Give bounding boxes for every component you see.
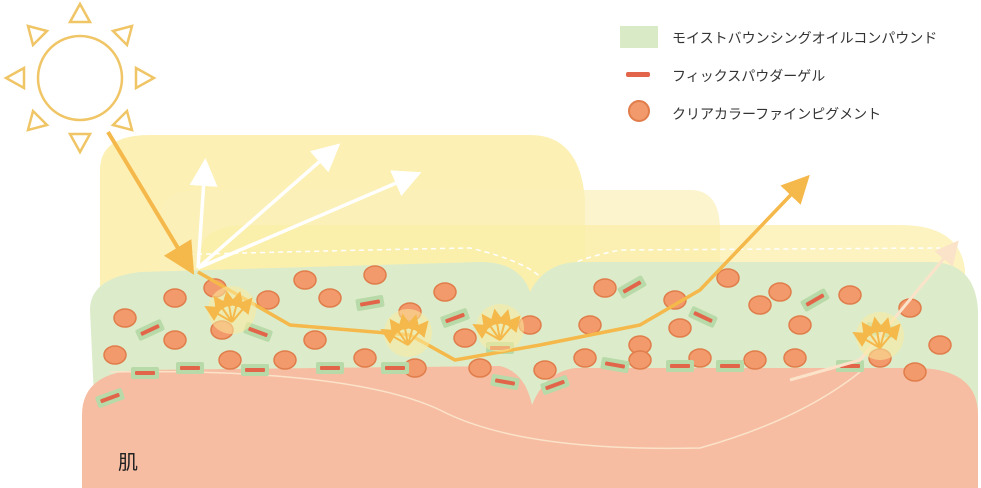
pigment-particle — [103, 345, 127, 365]
pigment-particle — [113, 308, 137, 328]
gel-particle — [355, 294, 385, 312]
pigment-particle — [573, 348, 597, 368]
gel-particle — [243, 322, 273, 342]
pigment-particle — [668, 318, 692, 338]
pigment-particle — [256, 290, 280, 310]
pigment-particle — [293, 270, 317, 290]
scatter-sparks — [204, 286, 904, 360]
pigment-particle — [903, 362, 927, 382]
pigment-particle — [628, 350, 652, 370]
gel-particle — [316, 362, 344, 374]
pigment-swatch-icon — [628, 100, 650, 122]
scatter-arrow — [481, 313, 501, 341]
gel-particle — [135, 319, 165, 341]
pigment-particle — [578, 315, 602, 335]
gel-particle — [95, 388, 125, 408]
pigment-particle — [273, 350, 297, 370]
pigment-particle — [768, 282, 792, 302]
pigment-particle — [318, 288, 342, 308]
gel-particle — [241, 364, 269, 376]
skin-label: 肌 — [118, 450, 138, 474]
pigment-particle — [593, 278, 617, 298]
scatter-arrow — [499, 315, 521, 341]
scatter-arrow — [852, 332, 881, 349]
gel-particle — [490, 373, 520, 391]
gel-particle — [666, 360, 694, 372]
scatter-arrow — [879, 323, 901, 349]
gel-particle — [381, 362, 409, 374]
gel-particle — [617, 275, 647, 299]
scatter-arrow — [861, 321, 881, 349]
gel-particle — [440, 308, 470, 328]
legend-label: モイストバウンシングオイルコンパウンド — [672, 31, 938, 47]
gel-particle — [688, 306, 718, 328]
pigment-particle — [163, 330, 187, 350]
gel-particle — [600, 356, 630, 374]
pigment-particle — [533, 360, 557, 380]
pigment-particle — [353, 348, 377, 368]
pigment-particle — [743, 350, 767, 370]
pigment-particle — [218, 350, 242, 370]
gel-particle — [800, 288, 830, 312]
pigment-particle — [453, 328, 477, 348]
pigment-particle — [303, 330, 327, 350]
scatter-glow — [856, 312, 904, 360]
scatter-glow — [208, 286, 256, 334]
pigment-particle — [928, 335, 952, 355]
legend-label: クリアカラーファインピグメント — [672, 107, 882, 123]
light-rays — [106, 130, 959, 382]
oil-swatch-icon — [620, 26, 658, 48]
pigment-particle — [788, 315, 812, 335]
scatter-glow — [476, 304, 524, 352]
pigment-particle — [468, 358, 492, 378]
pigment-particle — [363, 265, 387, 285]
gel-particle — [540, 375, 570, 395]
gel-swatch-icon — [626, 72, 650, 77]
scatter-arrow — [389, 318, 409, 346]
pigment-particle — [163, 288, 187, 308]
legend-label: フィックスパウダーゲル — [672, 69, 826, 85]
pigment-particle — [748, 295, 772, 315]
pigment-particle — [688, 348, 712, 368]
scatter-arrow — [380, 329, 409, 346]
scatter-arrow — [407, 320, 429, 346]
gel-particle — [176, 362, 204, 374]
scatter-glow — [384, 309, 432, 357]
pigment-particle — [716, 268, 740, 288]
sun-icon — [3, 1, 157, 155]
pigment-particle — [838, 285, 862, 305]
gel-particle — [716, 360, 744, 372]
gel-particle — [131, 367, 159, 379]
scatter-arrow — [213, 295, 233, 323]
skin-layer — [82, 366, 978, 488]
scatter-arrow — [231, 297, 253, 323]
pigment-particle — [433, 282, 457, 302]
pigment-particle — [783, 348, 807, 368]
scatter-arrow — [472, 324, 501, 341]
scatter-arrow — [204, 306, 233, 323]
